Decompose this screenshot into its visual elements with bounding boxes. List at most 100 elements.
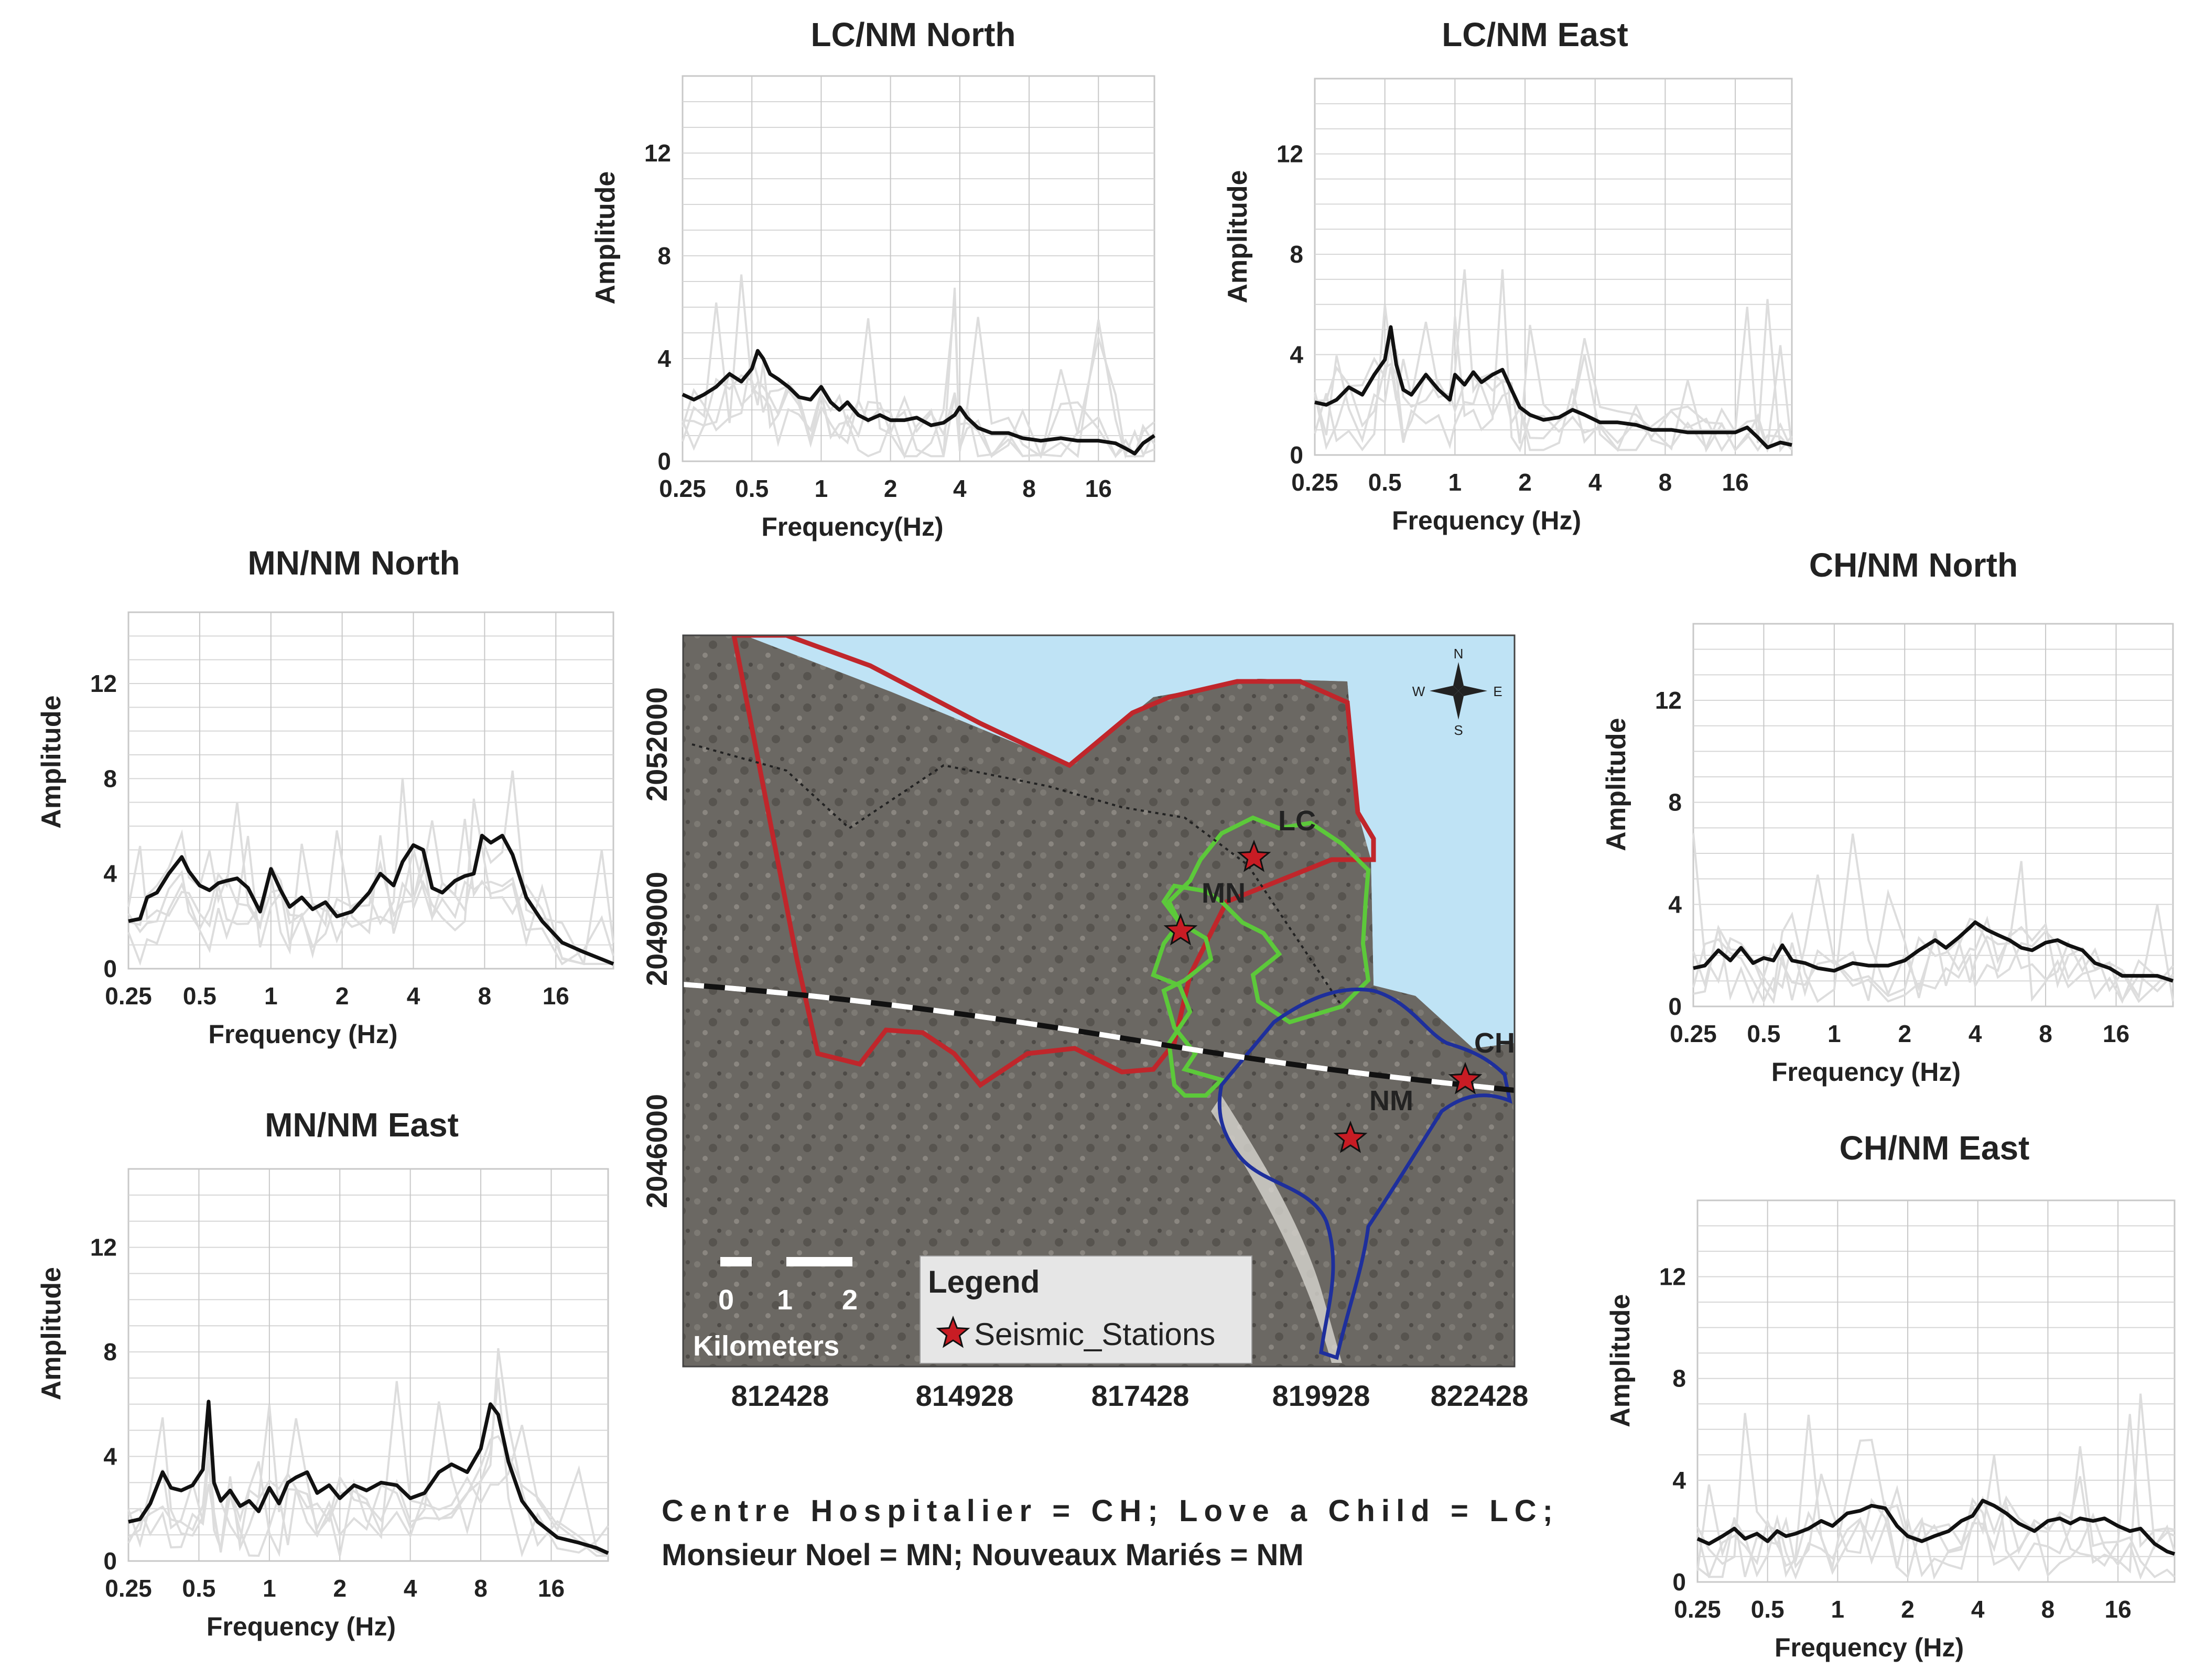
map-x-tick: 814928 [916,1379,1014,1412]
y-tick-label: 4 [103,860,117,887]
y-tick-label: 12 [644,139,671,167]
background-trace [682,300,1155,459]
background-trace [127,770,613,965]
plot-area [1692,623,2174,1007]
dotted-route [691,743,1343,1007]
x-axis-label: Frequency (Hz) [1775,1633,1964,1662]
plot-area [127,1168,609,1562]
x-tick-label: 1 [1828,1020,1841,1047]
y-tick-label: 12 [1277,140,1303,168]
station-label-ch: CH [1474,1027,1515,1059]
background-trace [127,830,614,966]
x-tick-label: 16 [2103,1020,2129,1047]
y-tick-label: 8 [1672,1365,1686,1392]
caption-line-2: Monsieur Noel = MN; Nouveaux Mariés = NM [662,1538,1304,1572]
x-tick-label: 8 [1022,475,1036,502]
x-tick-label: 16 [1085,475,1112,502]
x-tick-label: 0.25 [659,475,706,502]
x-tick-label: 2 [1901,1596,1915,1623]
map-x-tick: 817428 [1091,1379,1190,1412]
y-tick-label: 4 [1668,891,1682,918]
scale-tick-1: 1 [777,1284,793,1316]
y-tick-label: 4 [657,345,671,372]
background-trace [682,274,1155,460]
background-trace [1314,269,1793,452]
background-trace [1696,1484,2175,1580]
x-tick-label: 0.5 [183,982,217,1010]
compass-e: E [1493,684,1502,699]
background-trace [128,1381,609,1557]
lc-mn-zone-boundary [1151,815,1371,1098]
mean-ratio-line [682,349,1155,456]
x-tick-label: 1 [815,475,828,502]
map-x-tick: 812428 [731,1379,829,1412]
chart-title: LC/NM East [1442,16,1628,53]
x-tick-label: 4 [1969,1020,1982,1047]
x-tick-label: 8 [2039,1020,2052,1047]
x-tick-label: 16 [2104,1596,2131,1623]
x-tick-label: 4 [407,982,420,1010]
city-boundary [731,635,1376,1088]
x-tick-label: 1 [263,1575,276,1602]
scale-bar: 0 1 2 Kilometers [693,1257,858,1362]
station-label-mn: MN [1202,877,1246,909]
x-tick-label: 2 [884,475,898,502]
background-trace [1314,269,1793,453]
station-map: N S E W LC MN NM CH 0 1 2 Kilometers [640,634,1529,1412]
legend-star-icon [936,1315,970,1348]
scale-unit: Kilometers [693,1330,839,1362]
stations: LC MN NM CH [1163,805,1515,1153]
x-tick-label: 0.25 [1674,1596,1721,1623]
y-axis-label: Amplitude [36,1267,67,1400]
x-tick-label: 16 [1722,469,1748,496]
x-tick-label: 16 [543,982,569,1010]
x-tick-label: 2 [336,982,349,1010]
road-dashed-white [683,982,1515,1093]
background-trace [1692,888,2173,1004]
background-trace [1692,874,2174,1004]
legend-title: Legend [928,1264,1040,1299]
x-axis-label: Frequency (Hz) [208,1020,397,1049]
x-tick-label: 0.25 [105,1575,152,1602]
x-tick-label: 1 [1831,1596,1845,1623]
x-tick-label: 0.25 [1291,469,1338,496]
map-x-ticks: 812428 814928 817428 819928 822428 [731,1379,1529,1412]
background-trace [127,1348,609,1557]
x-tick-label: 2 [1898,1020,1911,1047]
background-trace [127,1404,608,1557]
chart-title: MN/NM East [265,1106,459,1144]
x-tick-label: 4 [1971,1596,1985,1623]
station-label-nm: NM [1369,1085,1413,1117]
station-star-icon-lc [1237,839,1271,872]
map-y-tick: 2052000 [640,687,673,801]
background-trace [1696,1393,2176,1580]
y-tick-label: 12 [90,1234,117,1261]
map-sea [683,635,1515,1048]
x-tick-label: 0.5 [182,1575,215,1602]
background-trace [1696,1446,2176,1579]
x-tick-label: 4 [1588,469,1602,496]
x-tick-label: 0.5 [1751,1596,1785,1623]
x-axis-label: Frequency (Hz) [1392,506,1581,535]
y-tick-label: 12 [90,670,117,697]
background-trace [682,317,1155,459]
x-tick-label: 2 [333,1575,347,1602]
chart-title: LC/NM North [810,16,1015,53]
y-axis-label: Amplitude [1601,718,1631,851]
mean-ratio-line [128,833,614,966]
map-frame [682,634,1516,1368]
x-tick-label: 1 [1448,469,1462,496]
y-axis-label: Amplitude [590,171,621,305]
x-tick-label: 4 [953,475,967,502]
y-tick-label: 8 [657,242,671,269]
map-y-tick: 2049000 [640,872,673,986]
map-x-tick: 822428 [1431,1379,1529,1412]
x-tick-label: 0.25 [1670,1020,1717,1047]
chart-title: CH/NM North [1809,546,2018,584]
y-tick-label: 0 [657,448,671,475]
scale-tick-0: 0 [718,1284,734,1316]
